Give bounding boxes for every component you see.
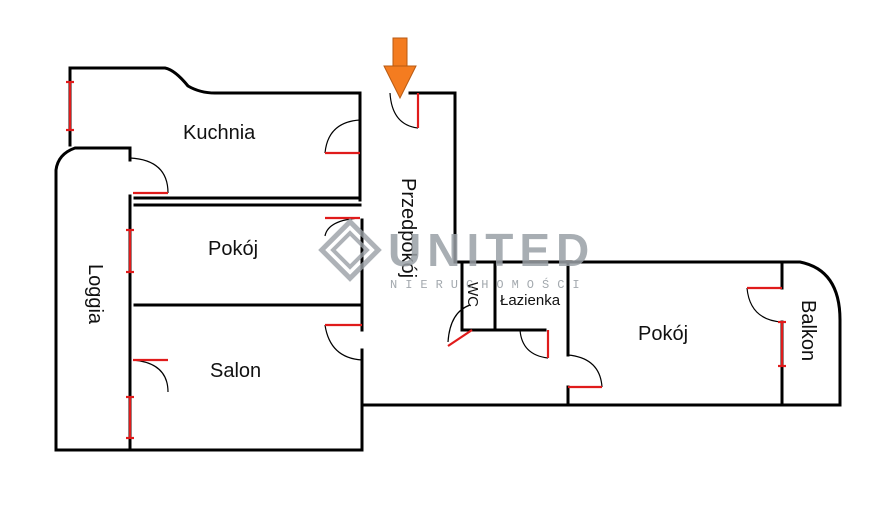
walls <box>54 66 842 452</box>
room-label-wc: WC <box>464 282 481 307</box>
room-label-pokoj-left: Pokój <box>208 238 258 260</box>
doors <box>129 92 783 393</box>
watermark-sub: NIERUCHOMOŚCI <box>390 277 588 292</box>
room-label-pokoj-right: Pokój <box>638 323 688 345</box>
room-label-balkon: Balkon <box>797 300 819 361</box>
windows <box>66 80 786 440</box>
room-label-przedpokoj: Przedpokój <box>397 178 419 278</box>
room-label-loggia: Loggia <box>84 264 106 325</box>
room-label-salon: Salon <box>210 360 261 382</box>
room-label-kuchnia: Kuchnia <box>183 122 256 144</box>
room-label-lazienka: Łazienka <box>500 292 561 309</box>
arrow-down-icon <box>383 37 417 100</box>
watermark-brand: UNITED <box>388 224 595 276</box>
diamond-logo-icon <box>318 218 382 282</box>
watermark: UNITED NIERUCHOMOŚCI <box>318 218 595 292</box>
